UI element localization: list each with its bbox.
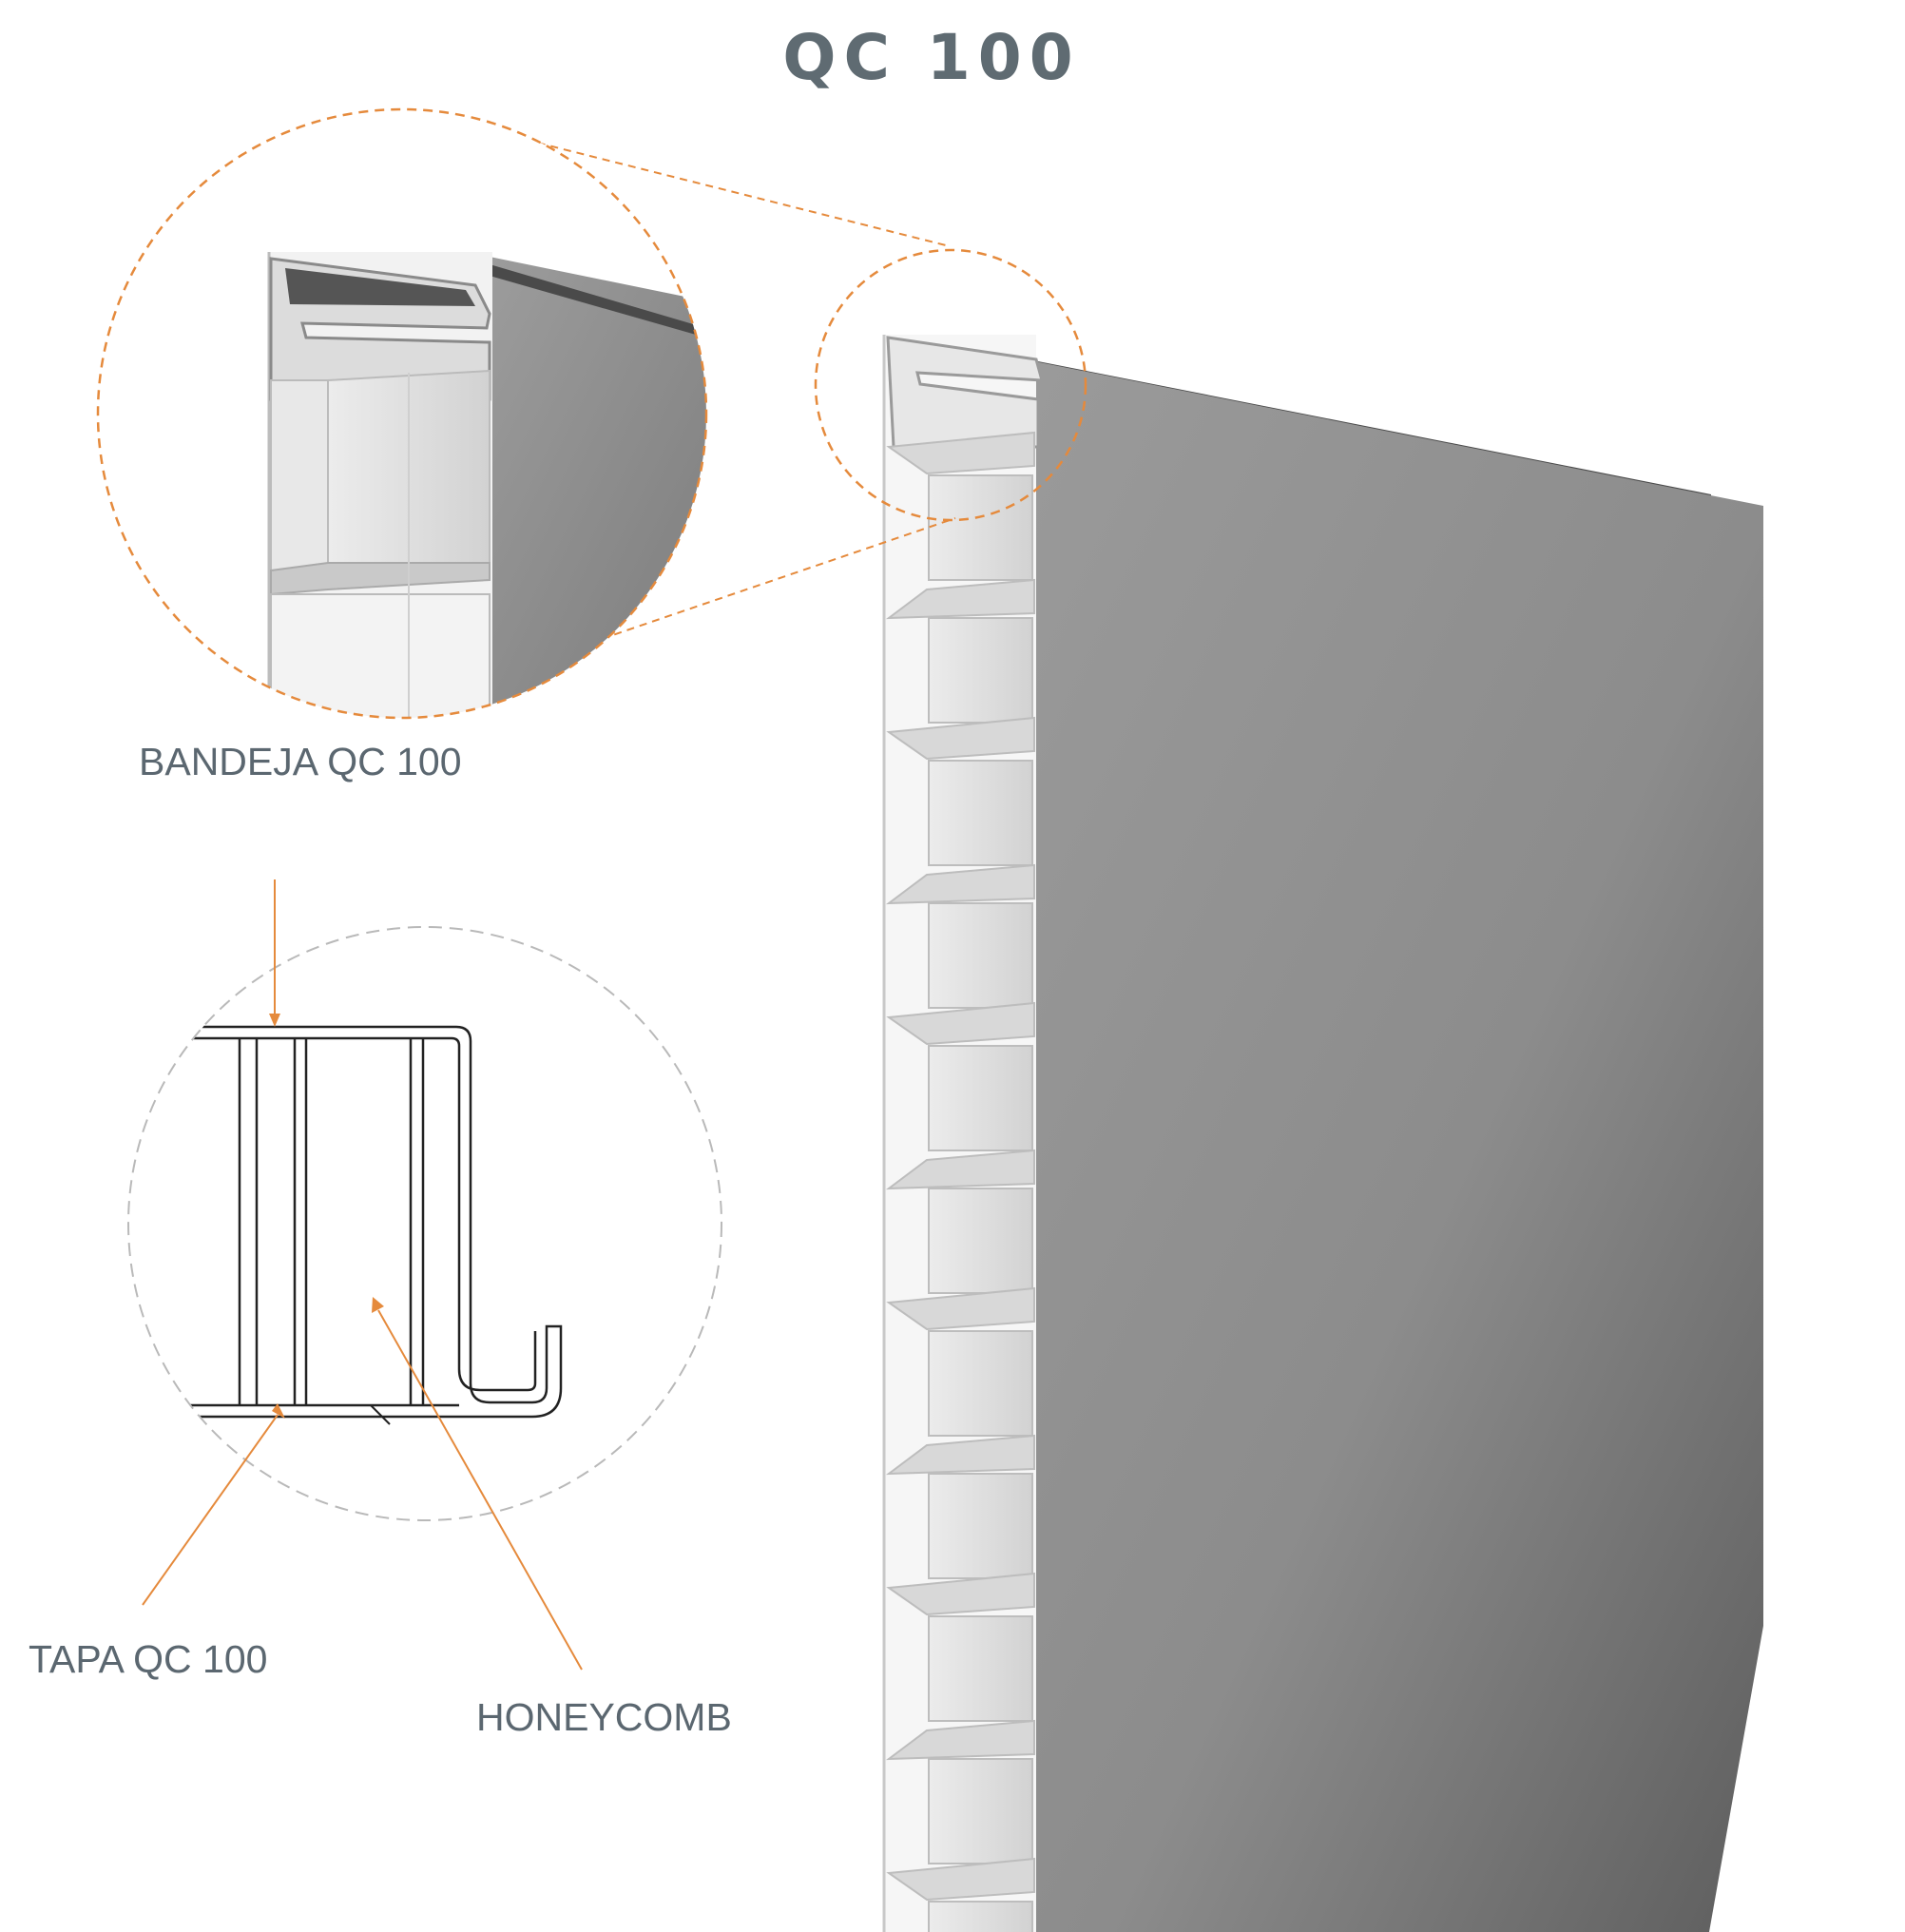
honeycomb-cell-wall [885, 578, 1035, 620]
honeycomb-leader-line [377, 1309, 583, 1671]
honeycomb-cell [928, 902, 1033, 1009]
honeycomb-cell-wall [885, 1149, 1035, 1190]
honeycomb-cell [928, 1901, 1033, 1932]
honeycomb-cell [928, 1045, 1033, 1151]
product-title: QC 100 [782, 21, 1081, 94]
honeycomb-cell [928, 1473, 1033, 1579]
zoom-detail [96, 107, 708, 720]
honeycomb-cell-wall [886, 716, 1035, 761]
honeycomb-cell-wall [885, 863, 1035, 905]
honeycomb-arrowhead [372, 1297, 384, 1313]
honeycomb-cell [928, 760, 1033, 866]
tapa-leader-line [142, 1414, 279, 1606]
honeycomb-cell-wall [886, 1572, 1035, 1616]
tapa-arrowhead [272, 1403, 285, 1419]
honeycomb-cell [928, 1188, 1033, 1294]
bandeja-arrowhead [269, 1014, 280, 1027]
honeycomb-cell-wall [885, 1719, 1035, 1761]
zoom-connector-line [498, 132, 947, 246]
panel-3d [882, 335, 1763, 1932]
bandeja-label: BANDEJA QC 100 [139, 740, 462, 783]
honeycomb-cell [928, 474, 1033, 581]
honeycomb-cell-wall [886, 431, 1035, 475]
tapa-label: TAPA QC 100 [29, 1637, 268, 1681]
honeycomb-cell [928, 1615, 1033, 1722]
honeycomb-label: HONEYCOMB [476, 1695, 732, 1739]
detail-marker-circle [814, 248, 1087, 522]
section-drawing [127, 926, 722, 1521]
honeycomb-cell-wall [886, 1001, 1035, 1046]
honeycomb-cell-wall [885, 1434, 1035, 1476]
panel-face [1034, 361, 1763, 1932]
section-circle [127, 926, 722, 1521]
honeycomb-cell [928, 1758, 1033, 1864]
honeycomb-cell [928, 617, 1033, 724]
honeycomb-cell-wall [886, 1857, 1035, 1902]
honeycomb-cell-wall [886, 1286, 1035, 1331]
zoom-circle [96, 107, 708, 720]
zoom-connector-line [550, 517, 956, 657]
leader-lines [142, 879, 583, 1671]
honeycomb-cell [928, 1330, 1033, 1437]
